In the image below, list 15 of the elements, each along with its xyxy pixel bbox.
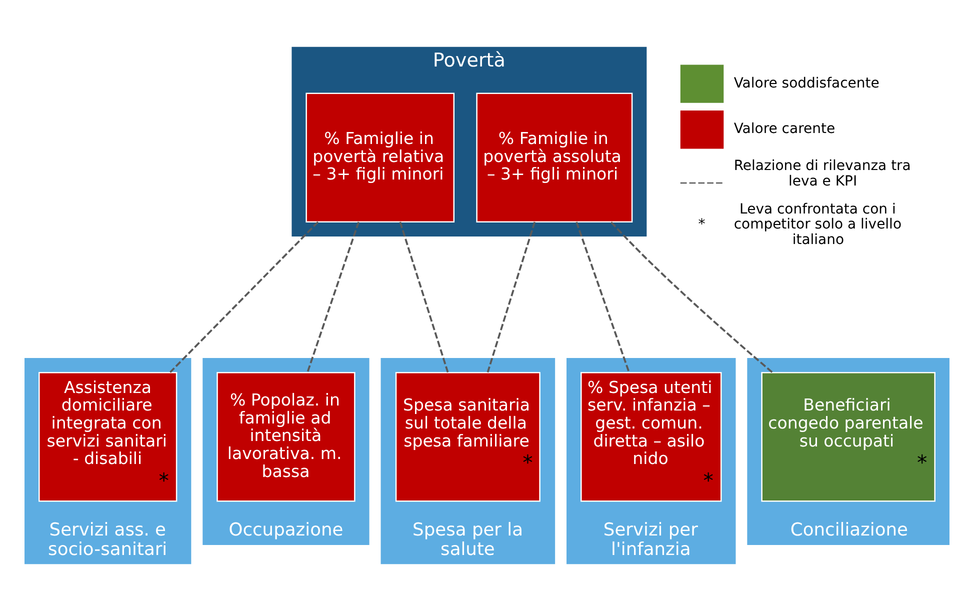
node-box: % Famiglie in povertà relativa – 3+ figli minori [306, 92, 455, 222]
legend-label: Relazione di rilevanza tra leva e KPI [734, 158, 911, 190]
legend-label: Leva confrontata con i competitor solo a livello italiano [734, 201, 902, 248]
node-box: Beneficiari congedo parentale su occupati * [761, 372, 936, 502]
legend-label: Valore carente [734, 121, 836, 138]
legend-label: Valore soddisfacente [734, 75, 880, 92]
label: * [698, 216, 706, 233]
node-box: Assistenza domiciliare integrata con servizi sanitari - disabili * [38, 372, 178, 502]
node-box: % Popolaz. in famiglie ad intensità lavorativa. m. bassa [216, 372, 356, 502]
node-box: % Famiglie in povertà assoluta – 3+ figli minori [476, 92, 633, 222]
connector [576, 222, 630, 373]
node-box: % Spesa utenti serv. infanzia – gest. comun. diretta – asilo nido * [580, 372, 722, 502]
connector [170, 221, 319, 373]
node-box: Spesa sanitaria sul totale della spesa familiare * [395, 372, 540, 502]
connector [610, 222, 773, 374]
